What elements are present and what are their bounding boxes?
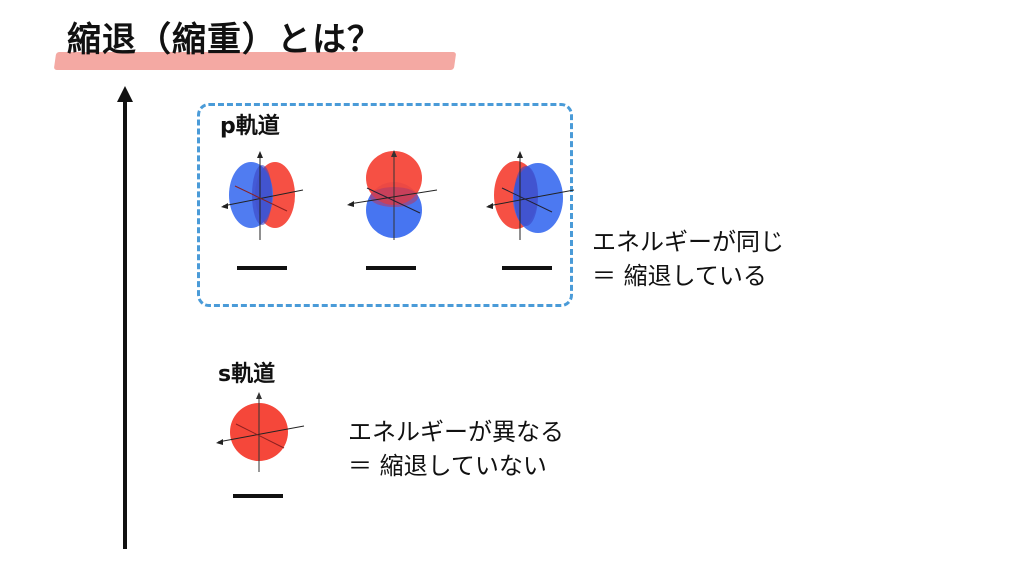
s-note-line1: エネルギーが異なる bbox=[348, 418, 564, 446]
px-orbital-icon bbox=[221, 151, 304, 240]
page-title: 縮退（縮重）とは？ bbox=[67, 20, 382, 60]
py-energy-level bbox=[502, 266, 552, 270]
s-orbital-label: s軌道 bbox=[218, 362, 276, 387]
p-orbital-label: p軌道 bbox=[220, 114, 280, 139]
px-energy-level bbox=[237, 266, 287, 270]
p-note-line1: エネルギーが同じ bbox=[592, 228, 784, 256]
s-note-line2: ＝ 縮退していない bbox=[348, 452, 547, 480]
s-orbital-icon bbox=[216, 392, 305, 472]
s-orbital-note: エネルギーが異なる ＝ 縮退していない bbox=[348, 415, 564, 483]
p-note-line2: ＝ 縮退している bbox=[592, 262, 767, 290]
energy-axis-arrow-icon bbox=[117, 86, 133, 549]
pz-energy-level bbox=[366, 266, 416, 270]
title-block: 縮退（縮重）とは？ bbox=[53, 12, 457, 70]
p-orbital-note: エネルギーが同じ ＝ 縮退している bbox=[592, 225, 784, 293]
s-energy-level bbox=[233, 494, 283, 498]
pz-orbital-icon bbox=[347, 150, 438, 240]
py-orbital-icon bbox=[486, 151, 575, 240]
p-orbital-group bbox=[197, 103, 573, 307]
